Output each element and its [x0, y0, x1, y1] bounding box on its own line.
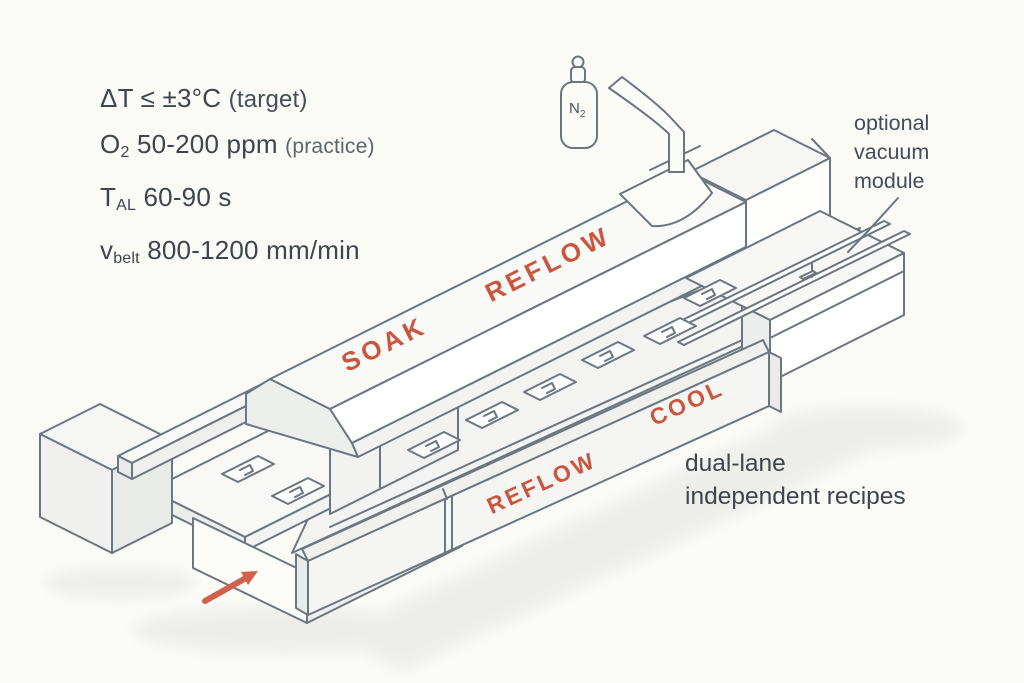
pcb-boards	[221, 279, 737, 505]
pcb-trace-line	[701, 288, 716, 300]
vacuum-leader-line	[847, 197, 899, 253]
exit-rail	[677, 230, 911, 346]
vacuum-module-seam	[769, 270, 905, 339]
wall-seam	[442, 488, 453, 554]
spec-delta-t: ΔT ≤ ±3°C (target)	[100, 83, 308, 113]
n2-label: N2	[569, 100, 586, 120]
pcb-board	[271, 477, 325, 505]
conveyor-rail	[329, 331, 761, 528]
pcb-board	[581, 341, 635, 369]
pcb-trace-line	[599, 350, 614, 362]
wall-right-cap	[768, 351, 782, 413]
pcb-board	[683, 279, 737, 307]
n2-cylinder-icon: N2	[560, 55, 598, 149]
cylinder-valve	[571, 55, 585, 69]
spec-tal: TAL 60-90 s	[100, 182, 232, 214]
hood-block-chamfer	[811, 138, 831, 159]
rail-clamp	[799, 270, 817, 280]
vacuum-label-line: module	[854, 169, 925, 193]
pcb-trace-line	[425, 440, 440, 452]
spec-oxygen: O2 50-200 ppm (practice)	[100, 129, 375, 161]
infeed-rail-end	[117, 455, 133, 480]
pcb-board	[407, 431, 461, 459]
pcb-trace-line	[541, 382, 556, 394]
pcb-board	[465, 401, 519, 429]
dual-lane-line: dual-lane	[685, 450, 786, 477]
wall-left-cap	[295, 553, 309, 616]
pcb-trace-line	[289, 486, 304, 498]
oven-hood	[245, 76, 831, 458]
pcb-trace-line	[661, 326, 676, 338]
pcb-board	[643, 317, 697, 345]
nitrogen-vent-pipe	[608, 76, 685, 173]
dual-lane-label: dual-lane independent recipes	[685, 447, 906, 513]
pcb-board	[221, 455, 275, 483]
pcb-trace-line	[239, 464, 254, 476]
front-lane-wall	[295, 339, 782, 616]
vacuum-label-line: optional	[854, 111, 930, 135]
pcb-trace-line	[483, 410, 498, 422]
hood-hatch	[619, 159, 713, 228]
hood-end-block-top	[689, 129, 831, 201]
flow-direction-arrow	[202, 571, 258, 604]
cylinder-body	[560, 81, 598, 149]
ground-shadow	[45, 406, 963, 672]
vacuum-module-label: optional vacuum module	[854, 109, 929, 196]
pcb-board	[523, 373, 577, 401]
spec-belt-speed: vbelt 800-1200 mm/min	[100, 235, 360, 267]
cylinder-neck	[570, 66, 586, 84]
vacuum-label-line: vacuum	[854, 140, 930, 164]
process-specs-panel: ΔT ≤ ±3°C (target) O2 50-200 ppm (practi…	[100, 76, 375, 281]
dual-lane-line: independent recipes	[685, 483, 906, 510]
